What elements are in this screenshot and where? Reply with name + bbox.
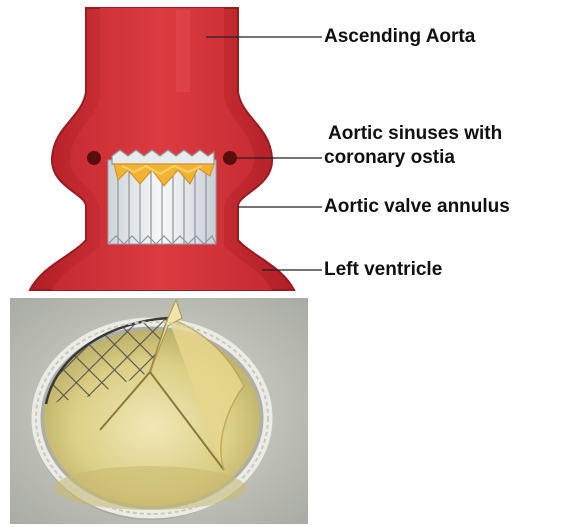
label-aortic-valve-annulus: Aortic valve annulus (324, 195, 510, 219)
label-aortic-sinuses-line1: Aortic sinuses with (328, 122, 502, 146)
left-coronary-ostium (87, 151, 101, 165)
aorta-highlight (176, 10, 190, 92)
stent-valve-illustration (108, 150, 216, 244)
right-coronary-ostium (223, 151, 237, 165)
prosthetic-valve-photo (10, 298, 308, 524)
label-aortic-sinuses-line2: coronary ostia (324, 146, 455, 170)
label-left-ventricle: Left ventricle (324, 258, 442, 282)
label-ascending-aorta: Ascending Aorta (324, 25, 475, 49)
